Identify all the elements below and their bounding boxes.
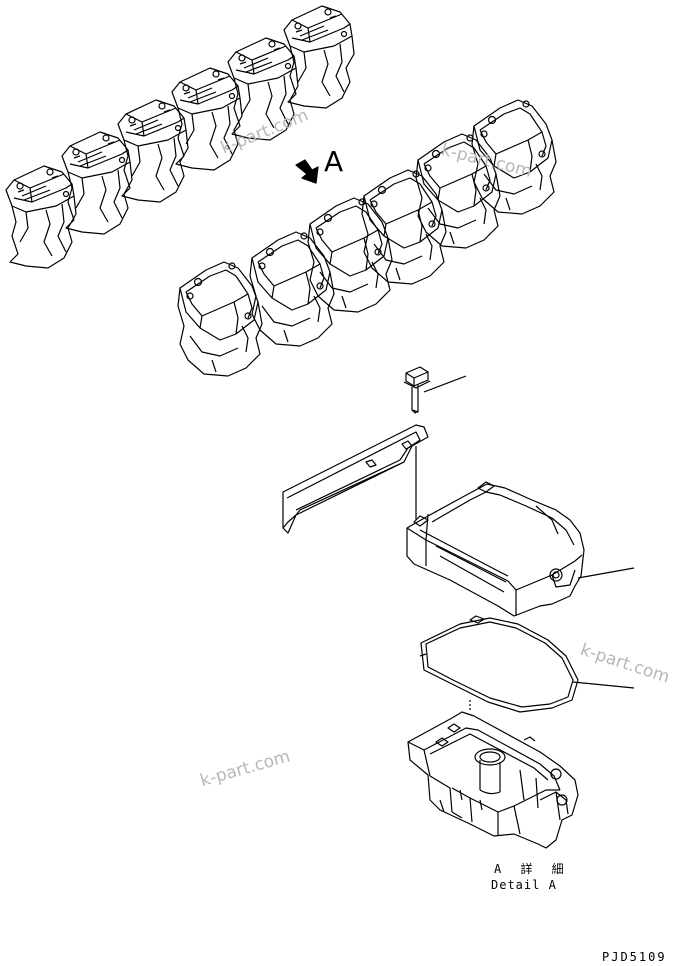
engine-head-row-rear — [5, 5, 355, 269]
rocker-housing-part — [407, 711, 579, 849]
bolt-part — [403, 366, 431, 414]
cylinder-head-unit — [227, 37, 299, 141]
head-cover-leader-line — [577, 567, 635, 579]
bolt-leader-line — [423, 375, 467, 393]
cylinder-head-unit — [361, 169, 447, 285]
cylinder-head-unit — [61, 131, 133, 235]
cylinder-head-unit — [283, 5, 355, 109]
cylinder-head-unit — [307, 197, 393, 313]
view-label-a: A — [324, 145, 344, 178]
head-cover-part — [406, 481, 585, 617]
bracket-plate-part — [282, 424, 429, 534]
cylinder-head-unit — [5, 165, 77, 269]
cylinder-head-unit — [171, 67, 243, 171]
cylinder-head-unit — [177, 261, 263, 377]
drawing-code: PJD5109 — [602, 950, 667, 964]
engine-head-row-front — [177, 99, 557, 377]
cylinder-head-unit — [249, 231, 335, 347]
detail-label-japanese: A 詳 細 — [494, 862, 570, 876]
gasket-leader-line — [572, 681, 635, 689]
cylinder-head-unit — [117, 99, 189, 203]
cylinder-head-unit — [471, 99, 557, 215]
cylinder-head-unit — [415, 133, 501, 249]
view-arrow-icon — [295, 159, 319, 184]
detail-label-english: Detail A — [491, 878, 557, 892]
gasket-part — [419, 615, 579, 713]
